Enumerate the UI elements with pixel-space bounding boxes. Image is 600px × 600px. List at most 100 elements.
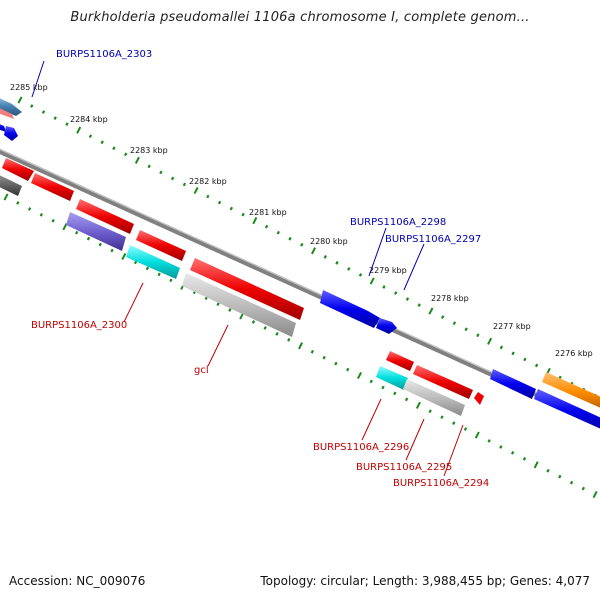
gene-feature[interactable]: [2, 158, 34, 181]
gene-feature[interactable]: [320, 290, 380, 328]
gene-feature[interactable]: [376, 366, 408, 390]
gene-label-burps1106a-2296[interactable]: BURPS1106A_2296: [313, 442, 409, 453]
gene-label-burps1106a-2294[interactable]: BURPS1106A_2294: [393, 478, 489, 489]
gene-feature[interactable]: [136, 230, 186, 261]
gene-feature[interactable]: [474, 392, 484, 405]
scale-label: 2280 kbp: [310, 237, 348, 246]
scale-tick: [98, 242, 102, 247]
scale-tick: [216, 302, 220, 307]
gene-feature[interactable]: [31, 173, 74, 201]
scale-tick: [452, 421, 456, 425]
scale-tick: [523, 357, 527, 362]
scale-tick: [441, 315, 445, 320]
scale-tick: [464, 327, 468, 332]
scale-tick: [511, 351, 515, 356]
scale-tick: [62, 223, 68, 231]
scale-label: 2282 kbp: [189, 177, 227, 186]
scale-tick: [182, 182, 187, 187]
scale-tick: [534, 363, 539, 368]
callout-lines: [31, 60, 464, 477]
scale-tick: [357, 371, 362, 380]
gene-label-burps1106a-2300[interactable]: BURPS1106A_2300: [31, 320, 127, 331]
scale-tick: [533, 461, 539, 469]
scale-tick: [159, 170, 163, 175]
gene-label-burps1106a-2298[interactable]: BURPS1106A_2298: [350, 217, 446, 228]
scale-tick: [405, 297, 410, 301]
gene-feature[interactable]: [66, 212, 126, 251]
gene-feature[interactable]: [376, 318, 397, 334]
scale-tick: [382, 285, 386, 289]
scale-tick: [334, 361, 338, 366]
scale-tick: [358, 273, 363, 277]
scale-tick: [369, 379, 373, 384]
scale-tick: [193, 186, 199, 195]
gene-feature[interactable]: [126, 245, 180, 279]
scale-tick: [133, 260, 138, 265]
scale-tick: [287, 337, 291, 342]
gene-feature[interactable]: [534, 389, 600, 433]
gene-feature[interactable]: [403, 379, 465, 416]
scale-tick: [124, 152, 128, 157]
gene-label-burps1106a-2295[interactable]: BURPS1106A_2295: [356, 462, 452, 473]
scale-tick: [381, 385, 385, 390]
genome-summary: Topology: circular; Length: 3,988,455 bp…: [260, 574, 590, 588]
gene-feature[interactable]: [413, 365, 473, 399]
scale-tick: [169, 278, 173, 283]
scale-tick: [228, 308, 232, 312]
gene-feature[interactable]: [190, 258, 304, 320]
gene-feature[interactable]: [4, 126, 18, 141]
scale-tick: [440, 415, 444, 419]
scale-label: 2276 kbp: [555, 349, 593, 358]
scale-label: 2281 kbp: [249, 208, 287, 217]
scale-labels: 2285 kbp 2284 kbp 2283 kbp 2282 kbp 2281…: [10, 83, 593, 358]
scale-tick: [415, 401, 421, 409]
gene-label-gcl[interactable]: gcl: [194, 365, 209, 376]
scale-tick: [3, 193, 9, 201]
gene-label-burps1106a-2303[interactable]: BURPS1106A_2303: [56, 49, 152, 60]
scale-label: 2278 kbp: [431, 294, 469, 303]
scale-tick: [311, 247, 316, 255]
gene-feature[interactable]: [0, 96, 22, 116]
scale-tick: [100, 140, 104, 145]
scale-tick: [252, 217, 258, 225]
scale-tick: [157, 272, 161, 277]
scale-tick: [51, 219, 55, 223]
scale-tick: [65, 122, 69, 126]
map-title: Burkholderia pseudomallei 1106a chromoso…: [70, 10, 530, 25]
scale-tick: [569, 480, 574, 485]
scale-tick: [581, 486, 585, 491]
scale-tick: [76, 126, 82, 134]
gene-feature[interactable]: [0, 106, 14, 119]
scale-tick: [75, 230, 79, 235]
scale-tick: [511, 451, 515, 455]
gene-feature[interactable]: [386, 351, 414, 371]
scale-tick: [310, 349, 314, 354]
scale-tick: [404, 397, 409, 402]
scale-tick: [88, 134, 93, 138]
scale-tick: [300, 242, 304, 247]
scale-tick: [428, 409, 432, 414]
scale-tick: [522, 457, 527, 461]
scale-tick: [487, 337, 493, 345]
gene-feature[interactable]: [76, 199, 134, 234]
scale-tick: [147, 164, 151, 169]
scale-tick: [558, 474, 562, 479]
gene-feature[interactable]: [0, 122, 6, 132]
scale-tick: [323, 254, 327, 259]
scale-tick: [288, 236, 292, 241]
gene-feature[interactable]: [490, 369, 536, 399]
accession-label: Accession: NC_009076: [9, 574, 146, 588]
scale-tick: [121, 252, 127, 261]
scale-tick: [251, 320, 256, 324]
scale-tick: [275, 331, 279, 336]
gene-feature[interactable]: [0, 173, 22, 196]
gene-feature[interactable]: [542, 372, 600, 412]
gene-feature[interactable]: [182, 273, 296, 337]
gene-label-burps1106a-2297[interactable]: BURPS1106A_2297: [385, 234, 481, 245]
scale-tick: [499, 345, 504, 350]
scale-tick: [27, 207, 32, 211]
scale-tick: [474, 431, 480, 439]
scale-label: 2277 kbp: [493, 322, 531, 331]
scale-tick: [592, 490, 598, 499]
